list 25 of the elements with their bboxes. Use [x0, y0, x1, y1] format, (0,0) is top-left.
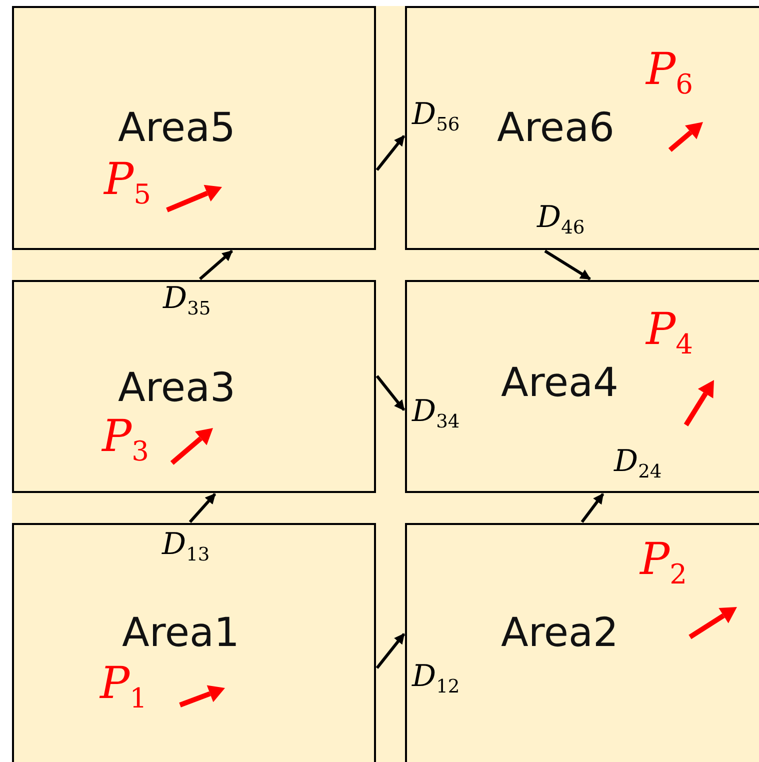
area-region: [12, 280, 376, 493]
area-label: Area1: [122, 613, 240, 653]
flow-arrow: [376, 135, 406, 171]
area-label: Area4: [501, 363, 618, 403]
flow-arrow: [188, 493, 216, 523]
area-region: [405, 523, 759, 762]
area-region: [405, 280, 759, 493]
flow-arrow: [376, 633, 406, 669]
power-label: P$_{2}$: [640, 538, 687, 589]
flow-arrow: [376, 375, 406, 411]
area-region: [405, 6, 759, 250]
power-label: P$_{1}$: [100, 662, 147, 713]
area-label: Area3: [118, 368, 236, 408]
flow-arrow: [199, 250, 233, 280]
area-label: Area5: [118, 108, 236, 148]
power-label: P$_{4}$: [646, 308, 693, 359]
power-label: P$_{5}$: [104, 158, 151, 209]
power-label: P$_{6}$: [646, 48, 693, 99]
area-region: [12, 523, 376, 762]
area-label: Area2: [501, 613, 618, 653]
flow-arrow: [580, 493, 604, 523]
power-label: P$_{3}$: [102, 415, 149, 466]
area-label: Area6: [497, 108, 614, 148]
area-region: [12, 6, 376, 250]
flow-arrow: [544, 250, 591, 280]
